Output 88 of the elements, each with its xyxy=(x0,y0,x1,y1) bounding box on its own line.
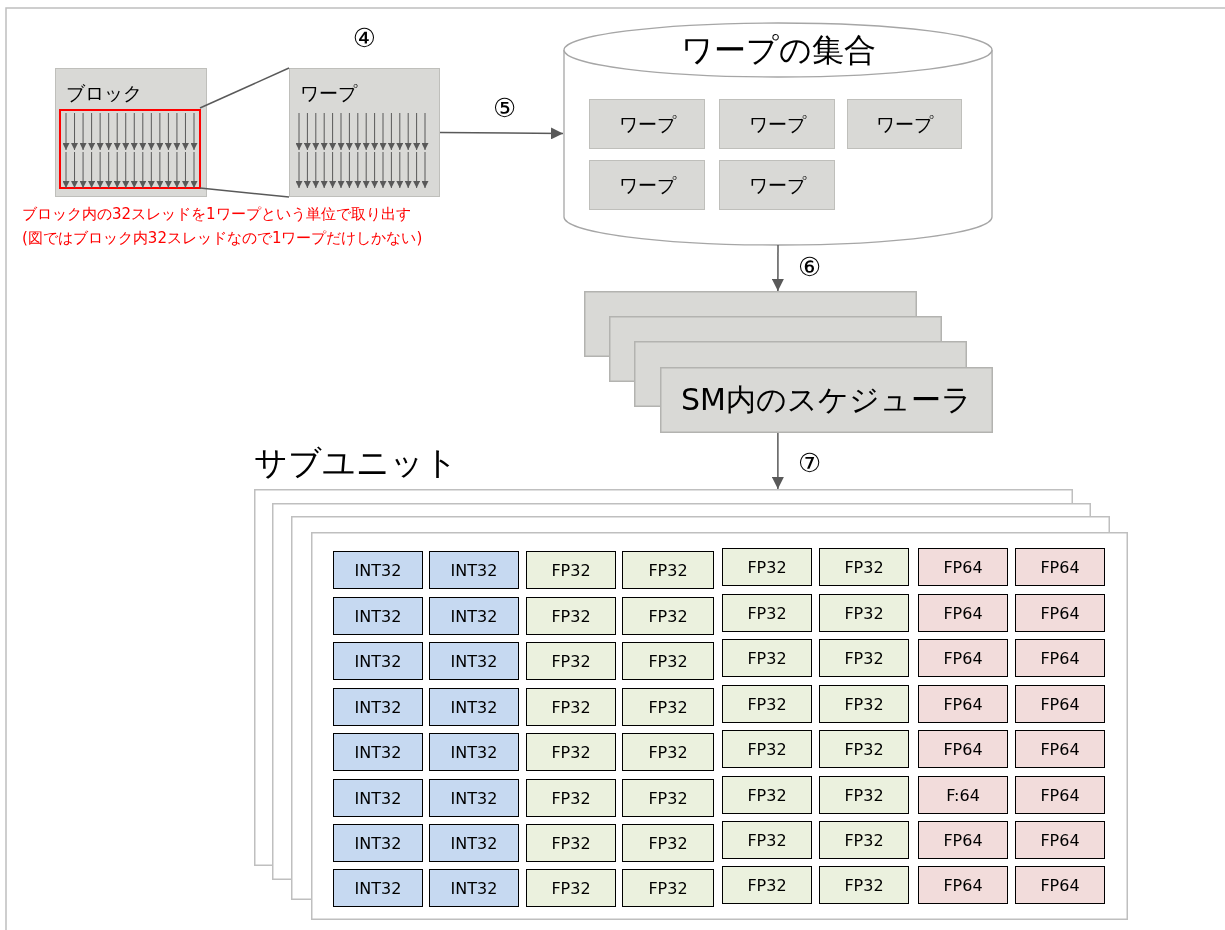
panel-title: ブロック xyxy=(66,81,142,106)
zoom-line xyxy=(199,187,290,198)
panel-box xyxy=(55,68,207,197)
unit-cell: FP64 xyxy=(1015,730,1105,768)
unit-cell: FP32 xyxy=(722,776,812,814)
unit-cell: INT32 xyxy=(333,597,423,635)
unit-cell: FP32 xyxy=(526,869,616,907)
unit-cell: FP32 xyxy=(622,824,714,862)
unit-cell: FP32 xyxy=(819,639,909,677)
warp-box xyxy=(589,160,705,210)
warp-box xyxy=(847,99,962,149)
unit-cell: INT32 xyxy=(429,733,519,771)
unit-cell: FP32 xyxy=(722,730,812,768)
unit-cell: FP64 xyxy=(1015,821,1105,859)
unit-cell: FP64 xyxy=(918,730,1008,768)
panel-title: ワープ xyxy=(300,81,357,106)
unit-cell: INT32 xyxy=(333,642,423,680)
unit-cell: FP64 xyxy=(1015,685,1105,723)
cylinder-title: ワープの集合 xyxy=(679,30,877,70)
unit-cell: FP32 xyxy=(526,551,616,589)
unit-cell: FP64 xyxy=(1015,866,1105,904)
arrow xyxy=(771,432,784,490)
warp-label: ワープ xyxy=(747,173,808,197)
unit-cell: FP32 xyxy=(819,821,909,859)
unit-cell: FP32 xyxy=(526,779,616,817)
unit-cell: FP32 xyxy=(722,548,812,586)
warp-box xyxy=(589,99,705,149)
unit-cell: FP32 xyxy=(819,730,909,768)
unit-cell: FP64 xyxy=(918,685,1008,723)
unit-cell: FP32 xyxy=(722,594,812,632)
arrow xyxy=(439,127,564,140)
scheduler-label: SM内のスケジューラ xyxy=(680,381,973,419)
unit-cell: FP32 xyxy=(526,688,616,726)
unit-cell: FP32 xyxy=(622,597,714,635)
unit-cell: FP64 xyxy=(1015,776,1105,814)
arrow xyxy=(771,244,784,292)
warp-label: ワープ xyxy=(747,112,808,136)
unit-cell: INT32 xyxy=(333,551,423,589)
warp-box xyxy=(719,99,835,149)
step-number: ④ xyxy=(351,23,378,53)
unit-cell: FP32 xyxy=(819,548,909,586)
subunit-title: サブユニット xyxy=(254,442,458,484)
unit-cell: INT32 xyxy=(333,869,423,907)
unit-cell: FP32 xyxy=(722,821,812,859)
unit-cell: FP32 xyxy=(819,776,909,814)
warp-label: ワープ xyxy=(617,173,678,197)
unit-cell: INT32 xyxy=(429,779,519,817)
unit-cell: F:64 xyxy=(918,776,1008,814)
unit-cell: FP32 xyxy=(622,869,714,907)
unit-cell: FP32 xyxy=(622,551,714,589)
warp-label: ワープ xyxy=(875,112,935,136)
unit-cell: FP32 xyxy=(622,642,714,680)
unit-cell: INT32 xyxy=(429,688,519,726)
unit-cell: FP32 xyxy=(819,866,909,904)
unit-cell: INT32 xyxy=(429,642,519,680)
unit-cell: FP32 xyxy=(819,594,909,632)
unit-cell: FP64 xyxy=(1015,594,1105,632)
unit-cell: FP32 xyxy=(526,597,616,635)
unit-cell: INT32 xyxy=(429,869,519,907)
unit-cell: FP64 xyxy=(918,866,1008,904)
unit-cell: INT32 xyxy=(429,597,519,635)
unit-cell: FP32 xyxy=(622,733,714,771)
unit-cell: INT32 xyxy=(429,551,519,589)
unit-cell: FP32 xyxy=(819,685,909,723)
unit-cell: FP32 xyxy=(526,824,616,862)
unit-cell: FP64 xyxy=(1015,548,1105,586)
warp-label: ワープ xyxy=(617,112,678,136)
note-text: ブロック内の32スレッドを1ワープという単位で取り出す xyxy=(22,204,411,225)
unit-cell: FP32 xyxy=(526,733,616,771)
unit-cell: FP64 xyxy=(1015,639,1105,677)
zoom-line xyxy=(199,67,290,109)
unit-cell: FP32 xyxy=(722,639,812,677)
unit-cell: INT32 xyxy=(333,733,423,771)
unit-cell: FP64 xyxy=(918,548,1008,586)
unit-cell: FP32 xyxy=(622,688,714,726)
unit-cell: FP64 xyxy=(918,594,1008,632)
unit-cell: FP64 xyxy=(918,821,1008,859)
note-text: (図ではブロック内32スレッドなので1ワープだけしかない) xyxy=(22,228,423,249)
unit-cell: FP32 xyxy=(722,685,812,723)
warp-box xyxy=(719,160,835,210)
unit-cell: FP32 xyxy=(526,642,616,680)
unit-cell: INT32 xyxy=(333,779,423,817)
unit-cell: INT32 xyxy=(333,824,423,862)
unit-cell: FP32 xyxy=(622,779,714,817)
unit-cell: FP64 xyxy=(918,639,1008,677)
unit-cell: FP32 xyxy=(722,866,812,904)
unit-cell: INT32 xyxy=(333,688,423,726)
unit-cell: INT32 xyxy=(429,824,519,862)
